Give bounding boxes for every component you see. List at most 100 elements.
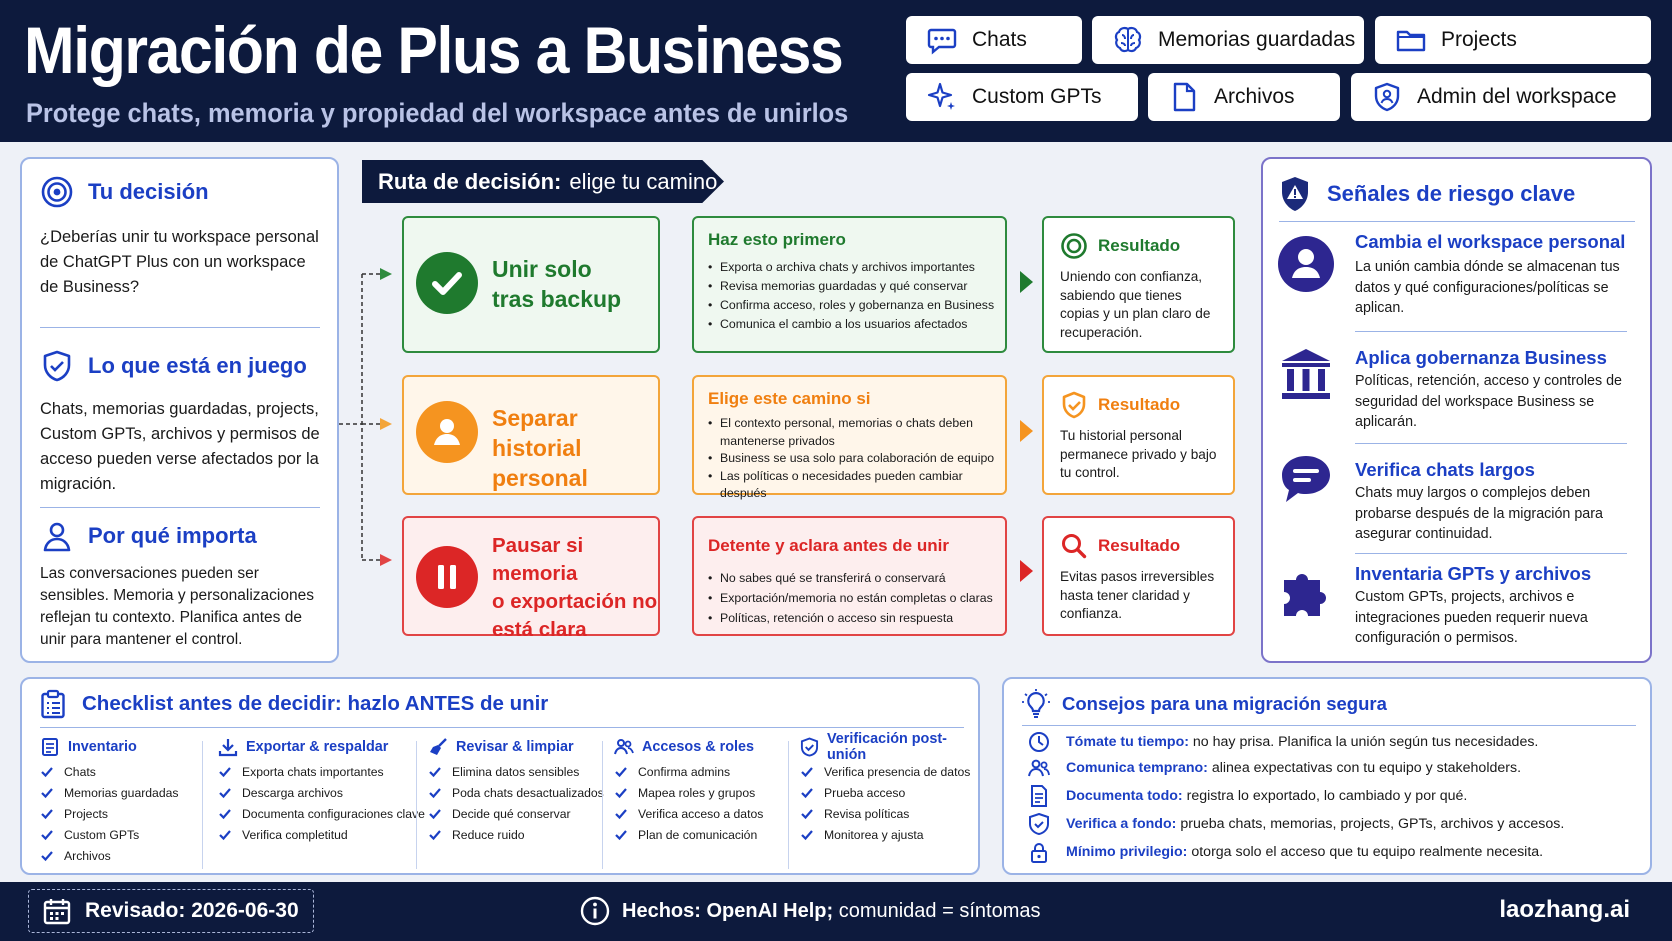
check-item[interactable]: Revisa políticas bbox=[800, 803, 978, 824]
check-item[interactable]: Archivos bbox=[40, 845, 178, 866]
check-item[interactable]: Prueba acceso bbox=[800, 782, 978, 803]
check-item[interactable]: Plan de comunicación bbox=[614, 824, 763, 845]
shield-check-icon bbox=[1029, 813, 1049, 835]
chip-label: Archivos bbox=[1214, 85, 1295, 108]
stake-heading: Lo que está en juego bbox=[40, 349, 307, 383]
divider bbox=[1022, 725, 1636, 726]
check-item[interactable]: Descarga archivos bbox=[218, 782, 425, 803]
checkmark-icon bbox=[41, 787, 53, 798]
checkmark-icon bbox=[41, 766, 53, 777]
check-item[interactable]: Poda chats desactualizados bbox=[428, 782, 604, 803]
chip-archivos[interactable]: Archivos bbox=[1148, 73, 1340, 121]
footer: Revisado: 2026-06-30 Hechos: OpenAI Help… bbox=[0, 882, 1672, 941]
chip-memorias[interactable]: Memorias guardadas bbox=[1092, 16, 1364, 64]
page-title: Migración de Plus a Business bbox=[24, 13, 844, 87]
check-item[interactable]: Projects bbox=[40, 803, 178, 824]
checkmark-icon bbox=[429, 787, 441, 798]
check-item[interactable]: Verifica acceso a datos bbox=[614, 803, 763, 824]
shield-check-icon bbox=[1062, 391, 1086, 419]
checklist-column-accesos: Accesos & roles Confirma admins Mapea ro… bbox=[614, 733, 763, 845]
checkmark-icon bbox=[416, 252, 478, 314]
checkmark-icon bbox=[41, 829, 53, 840]
chip-admin[interactable]: Admin del workspace bbox=[1351, 73, 1651, 121]
shield-check-icon bbox=[43, 350, 71, 382]
list-icon bbox=[42, 738, 58, 756]
check-item[interactable]: Documenta configuraciones clave bbox=[218, 803, 425, 824]
check-item[interactable]: Reduce ruido bbox=[428, 824, 604, 845]
chip-projects[interactable]: Projects bbox=[1375, 16, 1651, 64]
tip-item: Verifica a fondo: prueba chats, memorias… bbox=[1028, 813, 1564, 835]
divider bbox=[602, 741, 603, 869]
check-item[interactable]: Mapea roles y grupos bbox=[614, 782, 763, 803]
document-icon bbox=[1031, 785, 1047, 807]
document-icon bbox=[1173, 82, 1196, 112]
tip-item: Tómate tu tiempo: no hay prisa. Planific… bbox=[1028, 731, 1538, 753]
tip-item: Comunica temprano: alinea expectativas c… bbox=[1028, 757, 1521, 779]
divider bbox=[1279, 221, 1635, 222]
broom-icon bbox=[430, 738, 447, 755]
brain-icon bbox=[1114, 26, 1142, 53]
checkmark-icon bbox=[615, 766, 627, 777]
decision-text: ¿Deberías unir tu workspace personal de … bbox=[40, 228, 319, 296]
chip-label: Custom GPTs bbox=[972, 85, 1102, 108]
conditions-list: No sabes qué se transferirá o conservará… bbox=[708, 568, 995, 628]
stake-text: Chats, memorias guardadas, projects, Cus… bbox=[40, 400, 320, 493]
check-item[interactable]: Confirma admins bbox=[614, 761, 763, 782]
checkmark-icon bbox=[41, 808, 53, 819]
tip-item: Documenta todo: registra lo exportado, l… bbox=[1028, 785, 1467, 807]
institution-icon bbox=[1277, 345, 1335, 403]
lock-icon bbox=[1031, 843, 1047, 863]
download-icon bbox=[218, 739, 238, 757]
option-separate[interactable]: Separar historial personal bbox=[402, 375, 660, 495]
target-icon bbox=[41, 176, 73, 208]
user-icon bbox=[43, 522, 71, 552]
divider bbox=[40, 507, 320, 508]
sparkle-icon bbox=[927, 82, 955, 110]
shield-warning-icon bbox=[1282, 177, 1308, 211]
checkmark-icon bbox=[615, 829, 627, 840]
check-item[interactable]: Verifica presencia de datos bbox=[800, 761, 978, 782]
option-separate-result: Resultado Tu historial personal permanec… bbox=[1042, 375, 1235, 495]
option-label: Unir solo tras backup bbox=[492, 256, 622, 312]
pause-icon bbox=[416, 546, 478, 608]
chat-icon bbox=[1277, 451, 1335, 509]
option-backup[interactable]: Unir solo tras backup bbox=[402, 216, 660, 353]
checklist-column-revisar: Revisar & limpiar Elimina datos sensible… bbox=[428, 733, 604, 845]
chip-label: Admin del workspace bbox=[1417, 85, 1617, 108]
checkmark-icon bbox=[429, 808, 441, 819]
check-item[interactable]: Memorias guardadas bbox=[40, 782, 178, 803]
checkmark-icon bbox=[429, 766, 441, 777]
option-pause[interactable]: Pausar si memoria o exportación no está … bbox=[402, 516, 660, 641]
checkmark-icon bbox=[219, 829, 231, 840]
checkmark-icon bbox=[429, 829, 441, 840]
steps-list: Exporta o archiva chats y archivos impor… bbox=[708, 258, 995, 334]
decision-connector bbox=[339, 268, 392, 566]
chip-custom-gpts[interactable]: Custom GPTs bbox=[906, 73, 1138, 121]
check-item[interactable]: Verifica completitud bbox=[218, 824, 425, 845]
revised-date: Revisado: 2026-06-30 bbox=[28, 889, 314, 933]
clipboard-icon bbox=[41, 689, 65, 719]
check-item[interactable]: Elimina datos sensibles bbox=[428, 761, 604, 782]
check-item[interactable]: Exporta chats importantes bbox=[218, 761, 425, 782]
checkmark-icon bbox=[801, 829, 813, 840]
divider bbox=[416, 741, 417, 869]
why-text: Las conversaciones pueden ser sensibles.… bbox=[40, 565, 314, 648]
decision-heading: Tu decisión bbox=[40, 175, 209, 209]
check-item[interactable]: Decide qué conservar bbox=[428, 803, 604, 824]
checkmark-icon bbox=[615, 808, 627, 819]
checklist-column-inventario: Inventario Chats Memorias guardadas Proj… bbox=[40, 733, 178, 866]
checkmark-icon bbox=[801, 787, 813, 798]
option-backup-result: Resultado Uniendo con confianza, sabiend… bbox=[1042, 216, 1235, 353]
info-icon bbox=[580, 896, 610, 926]
users-icon bbox=[1028, 759, 1050, 777]
chip-label: Projects bbox=[1441, 28, 1517, 51]
check-item[interactable]: Monitorea y ajusta bbox=[800, 824, 978, 845]
chip-chats[interactable]: Chats bbox=[906, 16, 1082, 64]
check-item[interactable]: Chats bbox=[40, 761, 178, 782]
option-pause-result: Resultado Evitas pasos irreversibles has… bbox=[1042, 516, 1235, 636]
check-item[interactable]: Custom GPTs bbox=[40, 824, 178, 845]
checkmark-icon bbox=[219, 787, 231, 798]
facts-note: Hechos: OpenAI Help; comunidad = síntoma… bbox=[580, 896, 1040, 926]
checkmark-icon bbox=[41, 850, 53, 861]
option-label: Pausar si memoria o exportación no está … bbox=[492, 534, 658, 641]
